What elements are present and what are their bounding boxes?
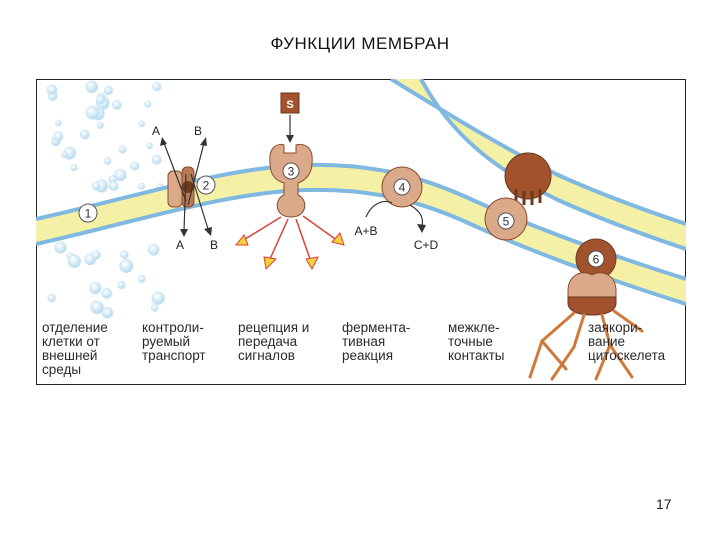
bubble (114, 168, 127, 182)
bubble (103, 157, 112, 165)
bubble (89, 281, 102, 295)
svg-text:1: 1 (85, 207, 92, 221)
signal-molecule (280, 92, 300, 114)
bubble (60, 151, 68, 159)
bubble (96, 121, 104, 129)
label-product: C+D (414, 238, 439, 252)
caption-anchoring: заякори- вание цитоскелета (588, 320, 666, 363)
bubble (150, 304, 159, 312)
cell-membrane-neighbour (389, 79, 686, 251)
svg-text:2: 2 (203, 179, 210, 193)
label-substrate: A+B (354, 224, 377, 238)
bubble (91, 181, 101, 191)
label-a-top: A (152, 124, 160, 138)
label-b-bottom: B (210, 238, 218, 252)
bubble (137, 274, 146, 283)
enzyme-protein: 4 A+B C+D (354, 166, 439, 252)
bubble (119, 259, 134, 274)
caption-transport: контроли- руемый транспорт (142, 320, 206, 363)
transport-arrow-b-up (187, 142, 205, 206)
bubble (70, 164, 78, 172)
marker-1: 1 (78, 203, 98, 223)
svg-text:S: S (286, 99, 293, 111)
svg-text:4: 4 (399, 181, 406, 195)
svg-text:3: 3 (288, 165, 295, 179)
caption-contacts: межкле- точные контакты (448, 320, 505, 363)
transport-arrow-a-down (183, 173, 187, 232)
caption-reception: рецепция и передача сигналов (238, 320, 310, 363)
marker-3 (282, 162, 300, 180)
page-title: ФУНКЦИИ МЕМБРАН (270, 34, 450, 53)
bubble (112, 99, 122, 110)
bubble (146, 142, 153, 150)
transport-arrow-b-down (190, 173, 209, 230)
bubble (55, 119, 62, 127)
bubble (90, 300, 104, 315)
bubble (47, 293, 56, 303)
label-a-bottom: A (176, 238, 184, 252)
bubble (147, 243, 160, 256)
bubble (129, 161, 140, 171)
svg-text:6: 6 (593, 253, 600, 267)
bubble (152, 81, 162, 92)
bubble (85, 80, 99, 94)
marker-2 (196, 175, 216, 195)
bubble (137, 182, 146, 190)
caption-enzymatic: фермента- тивная реакция (342, 320, 411, 363)
bubble (109, 181, 119, 191)
marker-4 (393, 178, 411, 196)
caption-separation: отделение клетки от внешней среды (42, 320, 108, 377)
transport-protein: 2 A B A B (152, 124, 218, 252)
bubble (101, 287, 113, 299)
bubble (144, 100, 152, 108)
bubble (116, 280, 126, 290)
membrane-functions-figure: 1 2 A B A B S (36, 79, 686, 385)
extracellular-environment (46, 80, 165, 319)
bubble (151, 291, 165, 305)
cell-contact-proteins: 5 (484, 152, 552, 241)
membrane-diagram: 1 2 A B A B S (36, 79, 686, 385)
bubble (67, 254, 82, 269)
bubble (46, 84, 58, 96)
bubble (91, 250, 101, 260)
bubble (103, 85, 114, 96)
cytoskeleton-filaments (528, 309, 644, 381)
bubble (95, 95, 106, 105)
page-number: 17 (656, 496, 672, 512)
bubble (85, 105, 100, 120)
svg-text:5: 5 (503, 215, 510, 229)
receptor-protein: S 3 (234, 92, 345, 271)
bubble (118, 145, 127, 154)
bubble (151, 154, 162, 165)
transport-arrow-a-up (163, 142, 187, 202)
bubble (54, 241, 67, 254)
marker-6 (587, 250, 605, 268)
bubble (53, 131, 64, 142)
cytoskeleton-anchor: 6 (528, 238, 644, 381)
bubble (138, 120, 146, 128)
bubble (101, 306, 114, 319)
bubble (80, 129, 90, 140)
marker-5 (497, 212, 515, 230)
bubble (119, 250, 129, 259)
label-b-top: B (194, 124, 202, 138)
